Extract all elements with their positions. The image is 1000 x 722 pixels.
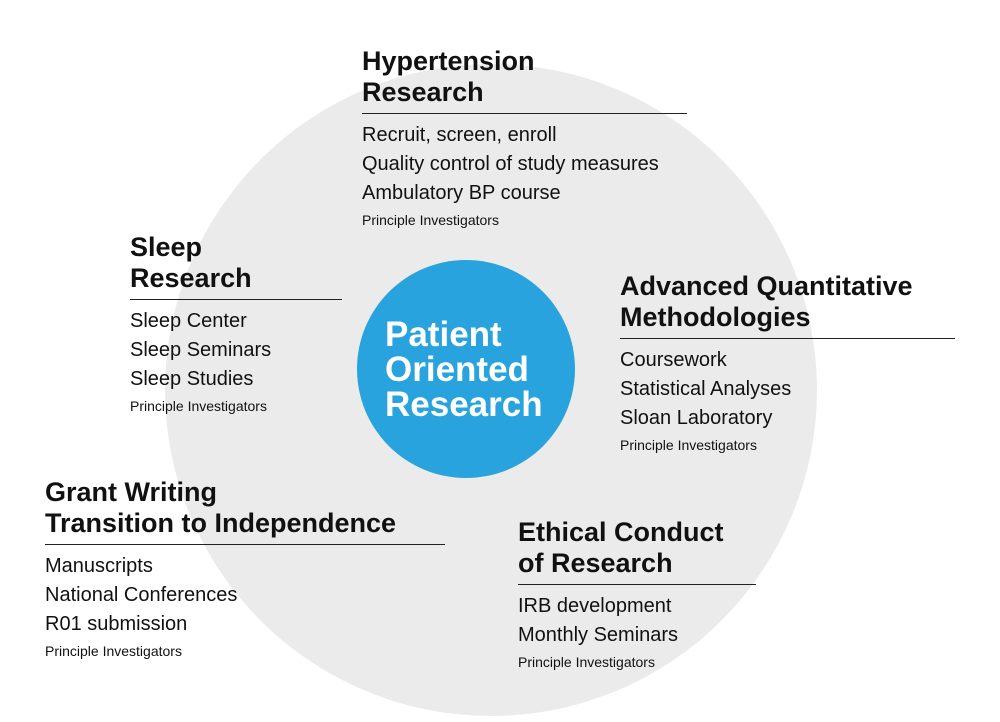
center-circle: Patient Oriented Research: [357, 260, 575, 478]
group-item: Statistical Analyses: [620, 378, 792, 400]
grant-writing-group: Grant Writing Transition to Independence…: [45, 477, 445, 661]
group-item: Recruit, screen, enroll: [362, 124, 557, 146]
group-title-line: Transition to Independence: [45, 508, 397, 538]
group-item: Sloan Laboratory: [620, 407, 773, 429]
group-title-line: Research: [130, 263, 252, 293]
group-title: Grant Writing Transition to Independence: [45, 477, 445, 545]
sleep-research-group: Sleep Research Sleep Center Sleep Semina…: [130, 232, 342, 416]
group-title: Sleep Research: [130, 232, 342, 300]
group-item: Ambulatory BP course: [362, 182, 561, 204]
group-item: IRB development: [518, 595, 672, 617]
principle-investigators-label: Principle Investigators: [362, 212, 499, 228]
group-item: Manuscripts: [45, 555, 153, 577]
group-item: Sleep Studies: [130, 368, 254, 390]
center-title-line: Patient: [385, 314, 502, 354]
group-title-line: Advanced Quantitative: [620, 271, 913, 301]
center-title-line: Oriented: [385, 349, 529, 389]
center-title-line: Research: [385, 384, 543, 424]
group-item: National Conferences: [45, 584, 238, 606]
group-item: Coursework: [620, 349, 727, 371]
group-title-line: Ethical Conduct: [518, 517, 724, 547]
principle-investigators-label: Principle Investigators: [518, 654, 655, 670]
center-title: Patient Oriented Research: [385, 317, 575, 422]
group-title: Hypertension Research: [362, 46, 687, 114]
group-title: Ethical Conduct of Research: [518, 517, 756, 585]
group-title-line: Sleep: [130, 232, 203, 262]
group-title-line: of Research: [518, 548, 673, 578]
principle-investigators-label: Principle Investigators: [45, 643, 182, 659]
group-item: Sleep Center: [130, 310, 247, 332]
advanced-quantitative-group: Advanced Quantitative Methodologies Cour…: [620, 271, 955, 455]
group-item: Sleep Seminars: [130, 339, 272, 361]
group-title-line: Research: [362, 77, 484, 107]
group-item: R01 submission: [45, 613, 188, 635]
group-item: Quality control of study measures: [362, 153, 659, 175]
group-title: Advanced Quantitative Methodologies: [620, 271, 955, 339]
group-title-line: Hypertension: [362, 46, 535, 76]
group-title-line: Methodologies: [620, 302, 811, 332]
group-title-line: Grant Writing: [45, 477, 217, 507]
principle-investigators-label: Principle Investigators: [620, 437, 757, 453]
ethical-conduct-group: Ethical Conduct of Research IRB developm…: [518, 517, 756, 672]
principle-investigators-label: Principle Investigators: [130, 398, 267, 414]
group-item: Monthly Seminars: [518, 624, 679, 646]
hypertension-research-group: Hypertension Research Recruit, screen, e…: [362, 46, 687, 230]
